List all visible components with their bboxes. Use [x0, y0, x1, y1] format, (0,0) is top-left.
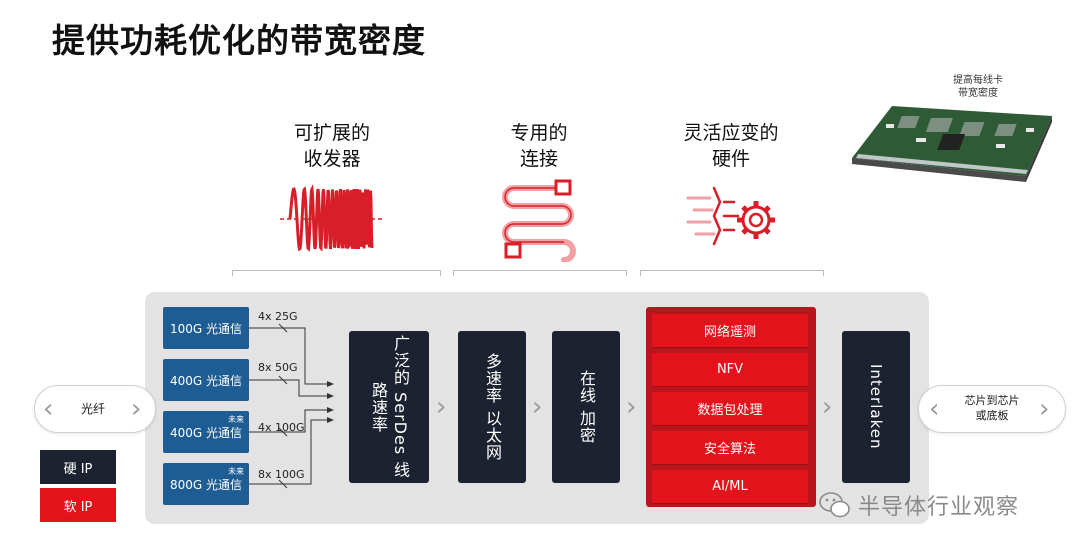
feature-hardware: 灵活应变的 硬件	[651, 120, 811, 172]
soft-ip-row: AI/ML	[652, 470, 808, 504]
lane-label: 4x 25G	[258, 310, 298, 323]
chevron-right-icon: ›	[1039, 394, 1050, 424]
feature-connection-line2: 连接	[519, 148, 558, 170]
serdes-block: 广泛的 SerDes 线路速率	[349, 331, 429, 483]
fiber-pill: ‹ 光纤 ›	[34, 385, 156, 433]
feature-hardware-line1: 灵活应变的	[683, 122, 779, 144]
crypto-block: 在线 加密	[552, 331, 620, 483]
chip-to-chip-pill: ‹ 芯片到芯片 或底板 ›	[918, 385, 1066, 433]
chevron-right-icon: ›	[532, 392, 543, 422]
lane-label: 4x 100G	[258, 421, 305, 434]
chevron-right-icon: ›	[626, 392, 637, 422]
optical-box-800g-future: 未来 800G 光通信	[163, 463, 249, 505]
soft-ip-row: NFV	[652, 353, 808, 387]
bracket-hardware	[640, 270, 824, 276]
legend-soft-ip: 软 IP	[40, 488, 116, 522]
soft-ip-row: 网络遥测	[652, 314, 808, 348]
chevron-right-icon: ›	[436, 392, 447, 422]
interlaken-block: Interlaken	[842, 331, 910, 483]
legend-hard-ip: 硬 IP	[40, 450, 116, 484]
feature-connection-line1: 专用的	[510, 122, 568, 144]
soft-ip-row: 数据包处理	[652, 392, 808, 426]
chevron-left-icon: ‹	[929, 394, 940, 424]
board-caption-line2: 带宽密度	[958, 88, 998, 99]
future-badge: 未来	[228, 415, 244, 424]
line-card-board-image	[852, 106, 1052, 182]
chevron-right-icon: ›	[822, 392, 833, 422]
feature-hardware-line2: 硬件	[711, 148, 750, 170]
feature-transceiver-line2: 收发器	[303, 148, 361, 170]
sine-wave-icon	[280, 184, 382, 252]
feature-connection: 专用的 连接	[459, 120, 619, 172]
optical-box-400g-future: 未来 400G 光通信	[163, 411, 249, 453]
soft-ip-stack: 网络遥测 NFV 数据包处理 安全算法 AI/ML	[646, 307, 816, 507]
optical-box-100g: 100G 光通信	[163, 307, 249, 349]
chip-to-chip-label: 芯片到芯片 或底板	[953, 393, 1031, 423]
optical-box-label: 400G 光通信	[169, 425, 243, 440]
chevron-left-icon: ‹	[43, 394, 54, 424]
optical-box-400g: 400G 光通信	[163, 359, 249, 401]
serpentine-connection-icon	[502, 179, 576, 262]
lane-connectors	[249, 323, 334, 489]
lane-label: 8x 100G	[258, 468, 305, 481]
ethernet-block: 多速率 以太网	[458, 331, 526, 483]
wechat-icon	[819, 492, 850, 518]
watermark: 半导体行业观察	[818, 489, 1019, 521]
optical-box-label: 800G 光通信	[169, 477, 243, 492]
bracket-transceiver	[232, 270, 441, 276]
board-caption: 提高每线卡 带宽密度	[936, 74, 1020, 100]
bracket-connection	[453, 270, 627, 276]
lane-label: 8x 50G	[258, 361, 298, 374]
chip-to-chip-line1: 芯片到芯片	[964, 394, 1020, 407]
board-caption-line1: 提高每线卡	[953, 75, 1003, 86]
watermark-text: 半导体行业观察	[858, 495, 1020, 520]
optical-box-label: 100G 光通信	[169, 321, 243, 336]
fiber-label: 光纤	[81, 402, 106, 416]
chip-to-chip-line2: 或底板	[975, 409, 1009, 422]
feature-transceiver: 可扩展的 收发器	[252, 120, 412, 172]
future-badge: 未来	[228, 467, 244, 476]
optical-box-label: 400G 光通信	[169, 373, 243, 388]
gear-circuit-icon	[686, 186, 775, 246]
page-title: 提供功耗优化的带宽密度	[52, 21, 426, 60]
feature-transceiver-line1: 可扩展的	[293, 122, 370, 144]
chevron-right-icon: ›	[131, 394, 142, 424]
soft-ip-row: 安全算法	[652, 431, 808, 465]
